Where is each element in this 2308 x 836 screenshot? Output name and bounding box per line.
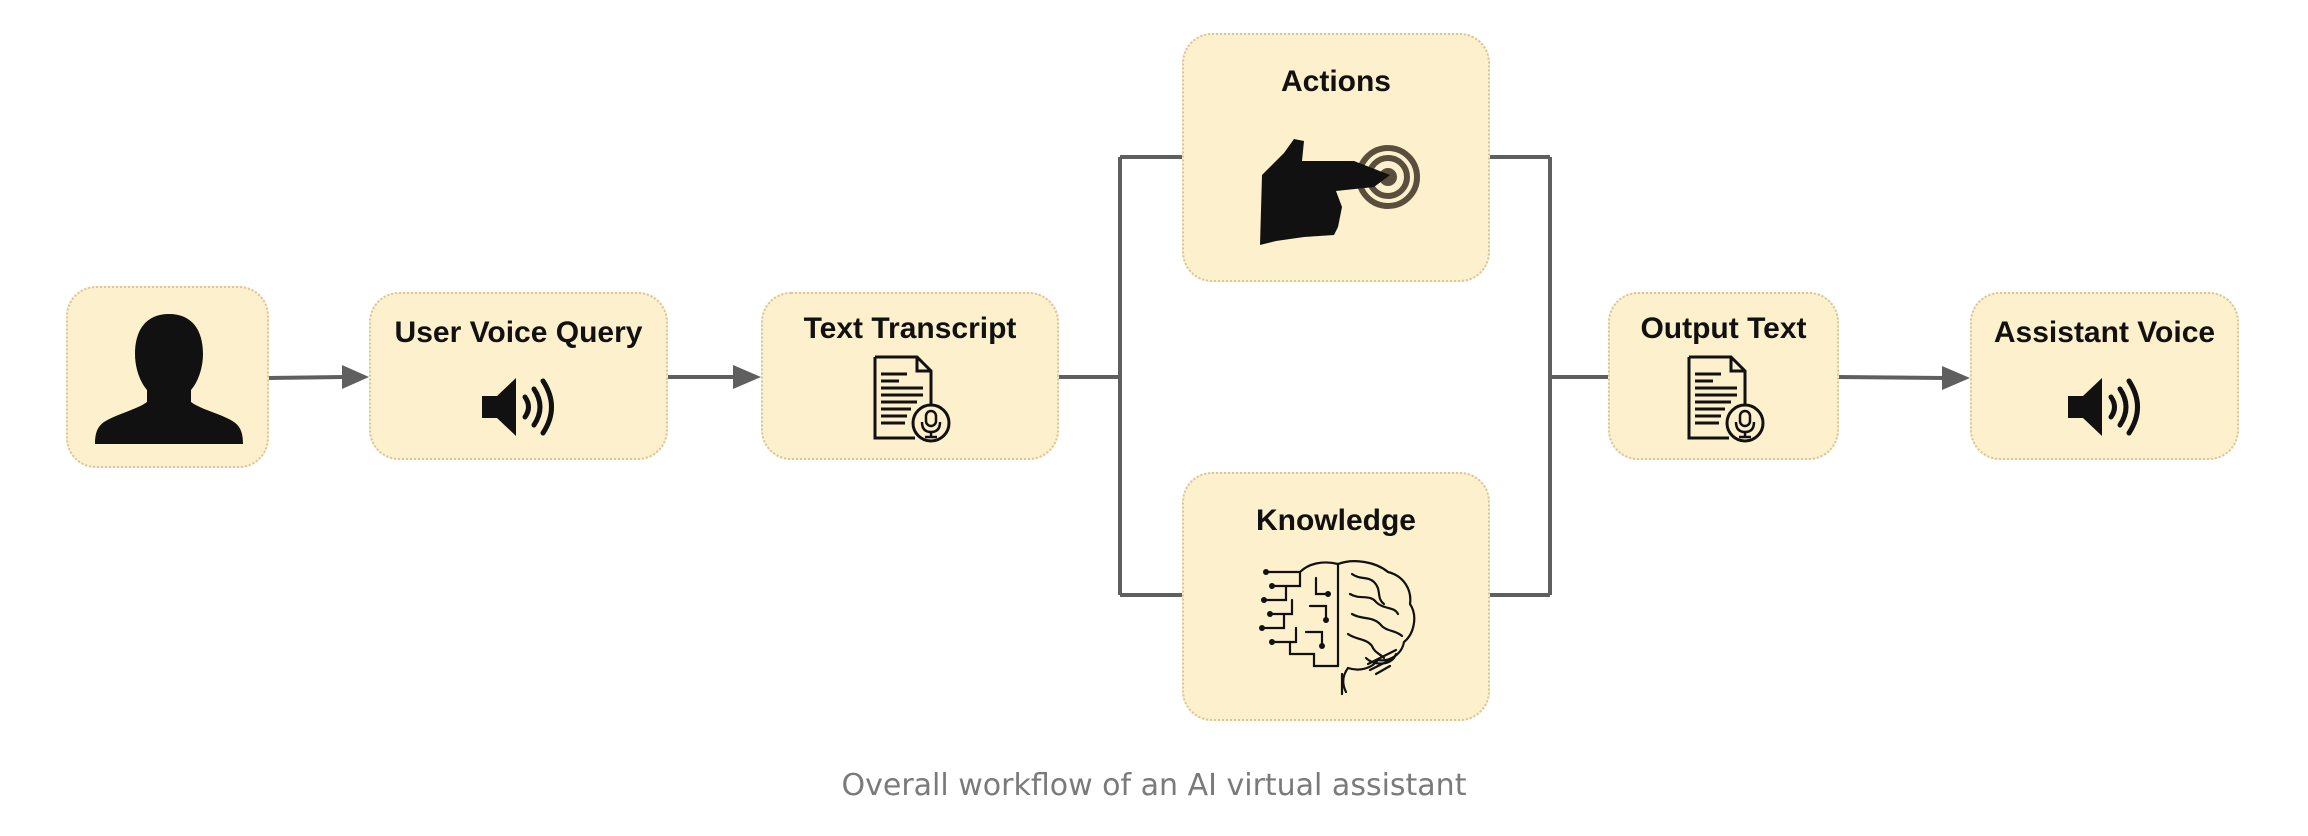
node-title: User Voice Query (394, 316, 643, 349)
node-text-transcript: Text Transcript (761, 292, 1059, 460)
arrowhead-transcript (733, 365, 761, 389)
node-output-text: Output Text (1608, 292, 1839, 460)
node-user-voice-query: User Voice Query (369, 292, 668, 460)
connector-branches-to-output (1490, 155, 1608, 597)
node-title: Actions (1280, 65, 1391, 98)
arrowhead-assistant-voice (1942, 366, 1970, 390)
document-microphone-icon (1687, 355, 1765, 443)
document-microphone-icon (873, 355, 951, 443)
hand-pointing-target-icon (1260, 139, 1420, 245)
node-assistant-voice: Assistant Voice (1970, 292, 2239, 460)
arrow-output-to-assistant-voice (1837, 375, 1945, 380)
diagram-caption: Overall workflow of an AI virtual assist… (841, 768, 1467, 803)
arrow-user-to-voice-query (267, 375, 345, 380)
node-knowledge: Knowledge (1182, 472, 1490, 721)
node-actions: Actions (1182, 33, 1490, 282)
node-title: Output Text (1640, 312, 1807, 345)
speaker-icon (2068, 378, 2140, 436)
speaker-icon (482, 378, 554, 436)
user-silhouette-icon (95, 314, 243, 444)
node-title: Assistant Voice (1993, 316, 2216, 349)
connector-transcript-to-branches (1058, 155, 1182, 597)
node-user (66, 286, 269, 468)
arrowhead-voice-query (342, 365, 369, 389)
node-title: Knowledge (1255, 504, 1416, 537)
circuit-brain-icon (1259, 560, 1416, 696)
node-title: Text Transcript (803, 312, 1017, 345)
